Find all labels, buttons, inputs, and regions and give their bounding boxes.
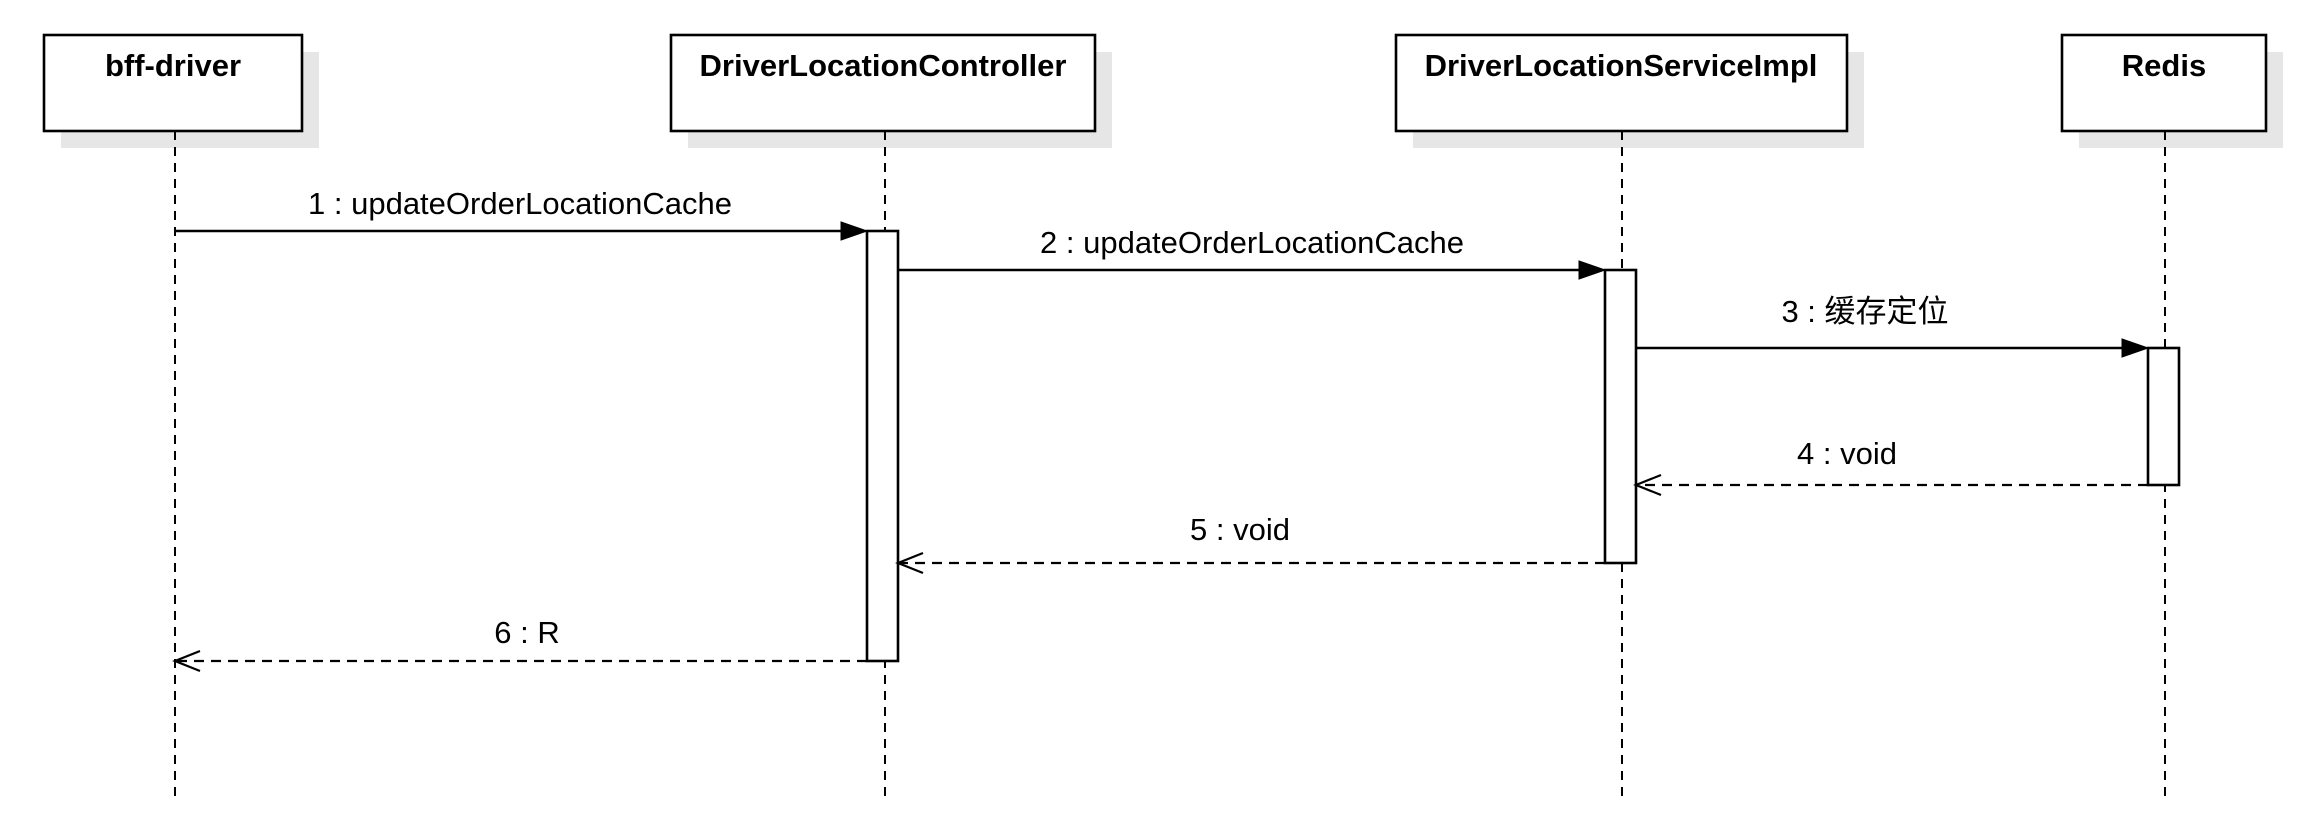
message-5-return[interactable]: 5 : void bbox=[895, 512, 1605, 575]
message-4-return[interactable]: 4 : void bbox=[1633, 436, 2148, 497]
arrow-head-open bbox=[172, 649, 201, 673]
participant-label: DriverLocationServiceImpl bbox=[1425, 48, 1818, 83]
message-label: 3 : 缓存定位 bbox=[1781, 294, 1948, 329]
participant-bff-driver[interactable]: bff-driver bbox=[42, 33, 319, 148]
participant-label: Redis bbox=[2122, 48, 2206, 83]
arrow-head-filled bbox=[840, 221, 869, 241]
message-label: 2 : updateOrderLocationCache bbox=[1040, 225, 1464, 260]
message-1-call[interactable]: 1 : updateOrderLocationCache bbox=[175, 186, 869, 241]
participant-box bbox=[669, 33, 1097, 133]
arrow-head-open bbox=[1633, 473, 1662, 497]
message-label: 4 : void bbox=[1797, 436, 1897, 471]
activation-bar-service[interactable] bbox=[1603, 268, 1638, 565]
message-label: 6 : R bbox=[494, 615, 559, 650]
participant-driver-location-controller[interactable]: DriverLocationController bbox=[669, 33, 1112, 148]
arrow-head-filled bbox=[1578, 260, 1607, 280]
participant-label: DriverLocationController bbox=[700, 48, 1067, 83]
participant-driver-location-service-impl[interactable]: DriverLocationServiceImpl bbox=[1394, 33, 1864, 148]
arrow-head-open bbox=[895, 551, 924, 575]
message-label: 5 : void bbox=[1190, 512, 1290, 547]
arrow-head-filled bbox=[2121, 338, 2150, 358]
message-label: 1 : updateOrderLocationCache bbox=[308, 186, 732, 221]
participant-redis[interactable]: Redis bbox=[2060, 33, 2283, 148]
activation-bar-controller[interactable] bbox=[865, 229, 900, 663]
message-2-call[interactable]: 2 : updateOrderLocationCache bbox=[898, 225, 1607, 280]
activation-bar-redis[interactable] bbox=[2146, 346, 2181, 487]
message-3-call[interactable]: 3 : 缓存定位 bbox=[1636, 294, 2150, 358]
participant-box bbox=[2060, 33, 2268, 133]
message-6-return[interactable]: 6 : R bbox=[172, 615, 867, 673]
participant-label: bff-driver bbox=[105, 48, 241, 83]
participant-box bbox=[42, 33, 304, 133]
